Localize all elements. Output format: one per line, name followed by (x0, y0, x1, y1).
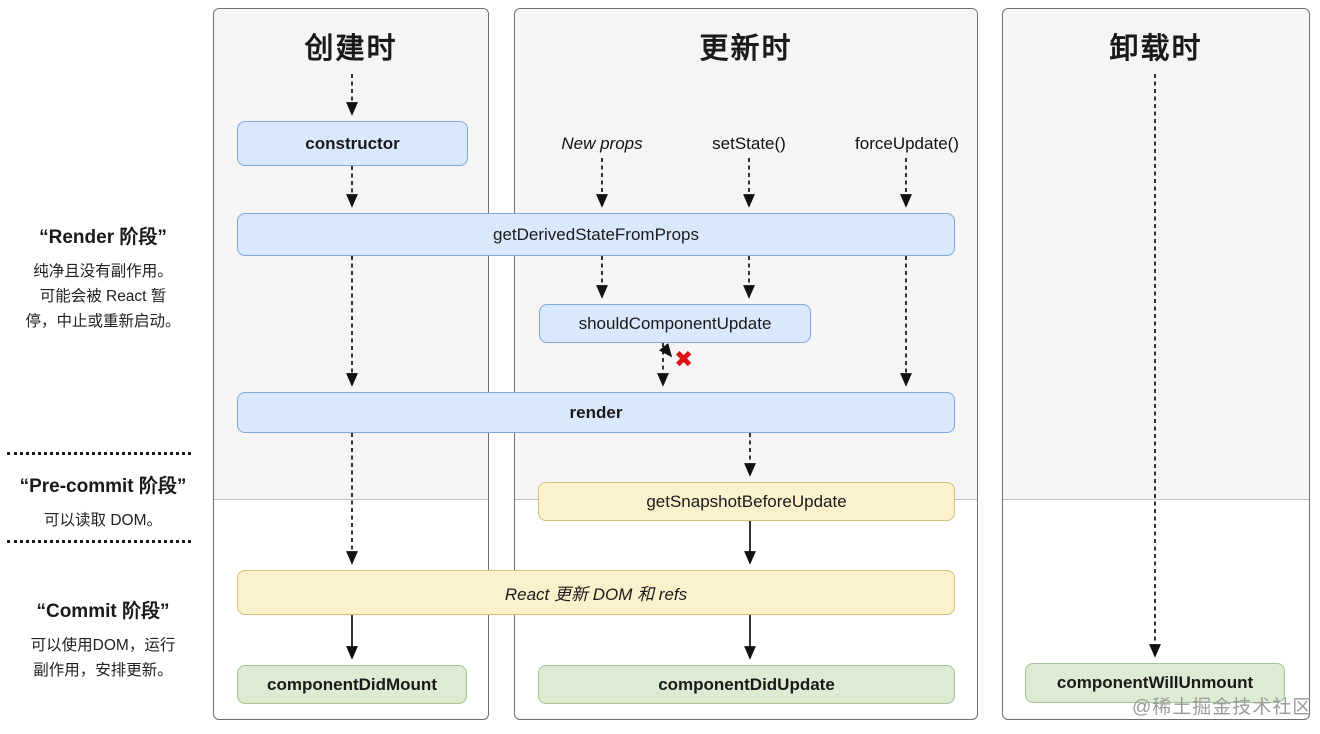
node-get-derived-state-from-props: getDerivedStateFromProps (237, 213, 955, 256)
commit-phase-line: 可以使用DOM，运行 (30, 637, 176, 654)
node-constructor: constructor (237, 121, 468, 166)
unmounting-column: 卸载时 (1002, 8, 1310, 720)
pre-commit-phase-note: “Pre-commit 阶段” 可以读取 DOM。 (0, 471, 206, 533)
cancel-icon: ✖ (674, 346, 694, 372)
node-component-did-update: componentDidUpdate (538, 665, 955, 704)
node-render: render (237, 392, 955, 433)
render-phase-line: 停，中止或重新启动。 (25, 313, 181, 330)
node-component-will-unmount: componentWillUnmount (1025, 663, 1285, 703)
phase-sidebar: “Render 阶段” 纯净且没有副作用。 可能会被 React 暂 停，中止或… (0, 0, 206, 734)
unmounting-render-phase-band (1003, 9, 1309, 500)
trigger-force-update: forceUpdate() (855, 134, 959, 153)
unmounting-column-title: 卸载时 (1109, 33, 1203, 65)
node-react-updates-dom: React 更新 DOM 和 refs (237, 570, 955, 615)
commit-phase-note: “Commit 阶段” 可以使用DOM，运行 副作用，安排更新。 (0, 596, 206, 683)
render-phase-note: “Render 阶段” 纯净且没有副作用。 可能会被 React 暂 停，中止或… (0, 222, 206, 334)
render-phase-line: 可能会被 React 暂 (39, 288, 167, 305)
pre-commit-phase-title: “Pre-commit 阶段” (19, 476, 187, 497)
node-component-did-mount: componentDidMount (237, 665, 467, 704)
watermark: @稀土掘金技术社区 (1132, 697, 1313, 718)
commit-phase-title: “Commit 阶段” (36, 601, 170, 622)
mounting-column-title: 创建时 (304, 33, 398, 65)
commit-phase-line: 副作用，安排更新。 (33, 662, 173, 679)
node-get-snapshot-before-update: getSnapshotBeforeUpdate (538, 482, 955, 521)
node-should-component-update: shouldComponentUpdate (539, 304, 811, 343)
phase-divider-top (7, 452, 191, 455)
render-phase-line: 纯净且没有副作用。 (33, 263, 173, 280)
phase-divider-bottom (7, 540, 191, 543)
updating-column-title: 更新时 (699, 33, 793, 65)
pre-commit-phase-line: 可以读取 DOM。 (44, 512, 162, 529)
render-phase-title: “Render 阶段” (39, 227, 167, 248)
trigger-set-state: setState() (712, 134, 786, 153)
trigger-new-props: New props (561, 134, 643, 153)
